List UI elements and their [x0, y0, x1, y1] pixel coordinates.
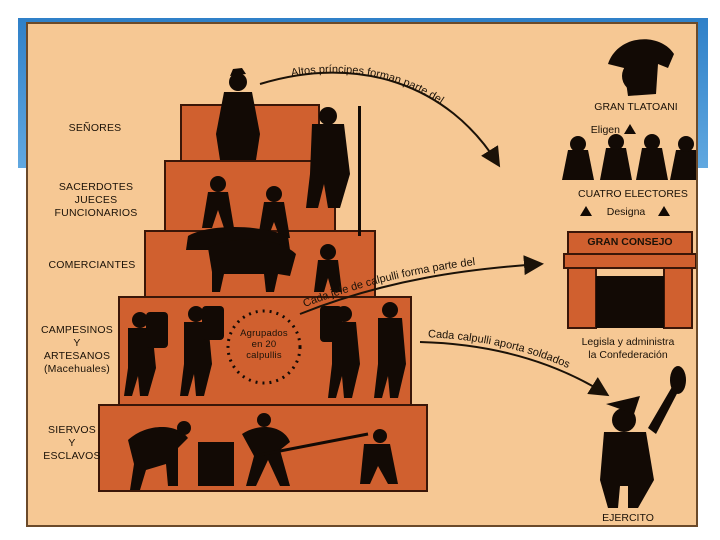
- calpulli-badge-ring: [226, 309, 302, 385]
- label-ejercito: EJERCITO: [602, 512, 654, 524]
- label-eligen: Eligen: [590, 124, 620, 136]
- arrow-principes: [259, 71, 501, 168]
- triangle-designa-left: [580, 206, 592, 216]
- arrow-jefe-calpulli: [299, 255, 544, 315]
- triangle-eligen: [624, 124, 636, 134]
- label-designa: Designa: [606, 206, 646, 218]
- consejo-building: [563, 231, 696, 329]
- label-consejo-desc: Legisla y administra la Confederación: [581, 336, 675, 361]
- siervos-figures: [128, 413, 398, 490]
- arrow-label-top: Altos príncipes forman parte del: [290, 64, 446, 107]
- label-campesinos: CAMPESINOS Y ARTESANOS (Macehuales): [40, 324, 113, 375]
- calpulli-badge-text: Agrupados en 20 calpullis: [240, 328, 288, 361]
- diagram-drawing: Altos príncipes forman parte del Cada je…: [124, 39, 696, 508]
- ejercito-figure: [600, 366, 686, 508]
- label-comerciantes: COMERCIANTES: [48, 259, 136, 271]
- arrow-soldados: [419, 341, 610, 397]
- slide-top-bar: [0, 0, 720, 10]
- tlatoani-figure: [608, 39, 674, 96]
- senores-figures: [216, 68, 361, 236]
- comerciantes-figures: [208, 239, 342, 292]
- campesinos-figures: [124, 302, 406, 398]
- label-siervos: SIERVOS Y ESCLAVOS: [43, 424, 101, 462]
- sacerdotes-figures: [186, 176, 290, 250]
- label-gran-tlatoani: GRAN TLATOANI: [594, 101, 678, 113]
- diagram-frame: SEÑORES SACERDOTES JUECES FUNCIONARIOS C…: [26, 22, 698, 527]
- electores-figures: [562, 134, 696, 180]
- triangle-designa-right: [658, 206, 670, 216]
- arrow-label-bottom: Cada calpulli aporta soldados: [428, 328, 572, 371]
- label-cuatro-electores: CUATRO ELECTORES: [578, 188, 688, 200]
- label-sacerdotes: SACERDOTES JUECES FUNCIONARIOS: [54, 181, 138, 219]
- label-gran-consejo: GRAN CONSEJO: [587, 236, 673, 248]
- label-senores: SEÑORES: [68, 122, 122, 134]
